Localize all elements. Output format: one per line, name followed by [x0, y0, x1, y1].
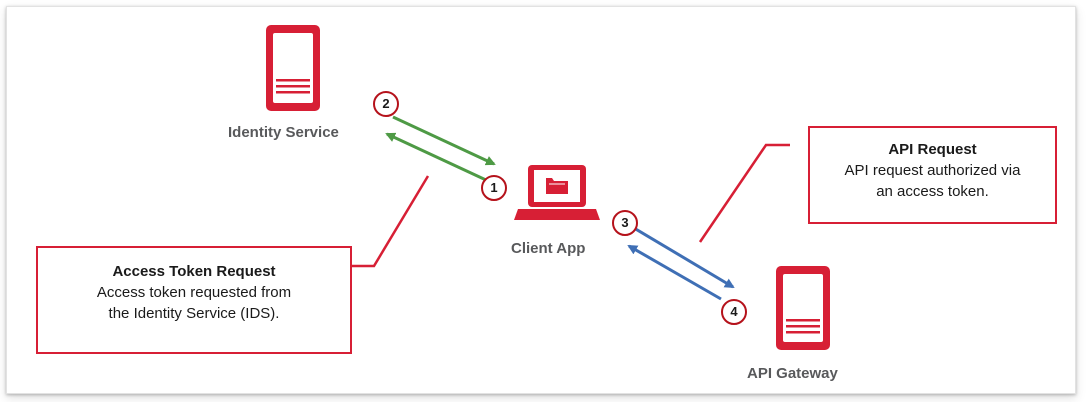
- access-token-callout-body-line2: the Identity Service (IDS).: [108, 305, 280, 322]
- identity-service-label: Identity Service: [228, 124, 339, 141]
- api-request-callout-body-line2: an access token.: [876, 183, 989, 200]
- api-gateway-server-icon: [776, 266, 830, 350]
- step-badge-4: 4: [721, 299, 747, 325]
- blue-arrows: [627, 226, 735, 301]
- step-badge-3: 3: [612, 210, 638, 236]
- green-arrows: [385, 115, 496, 182]
- api-request-callout: API Request API request authorized via a…: [808, 126, 1057, 224]
- access-token-callout-title: Access Token Request: [112, 263, 276, 280]
- access-token-callout: Access Token Request Access token reques…: [36, 246, 352, 354]
- access-token-connector: [352, 175, 430, 268]
- step-badge-1: 1: [481, 175, 507, 201]
- api-request-connector: [698, 143, 790, 243]
- api-gateway-label: API Gateway: [747, 365, 838, 382]
- client-app-laptop-icon: [514, 165, 600, 220]
- api-request-callout-body-line1: API request authorized via: [844, 162, 1021, 179]
- access-token-callout-body-line1: Access token requested from: [96, 284, 292, 301]
- client-app-label: Client App: [511, 240, 586, 257]
- identity-service-server-icon: [266, 25, 320, 111]
- folder-icon: [546, 178, 568, 194]
- step-badge-2: 2: [373, 91, 399, 117]
- api-request-callout-title: API Request: [888, 141, 977, 158]
